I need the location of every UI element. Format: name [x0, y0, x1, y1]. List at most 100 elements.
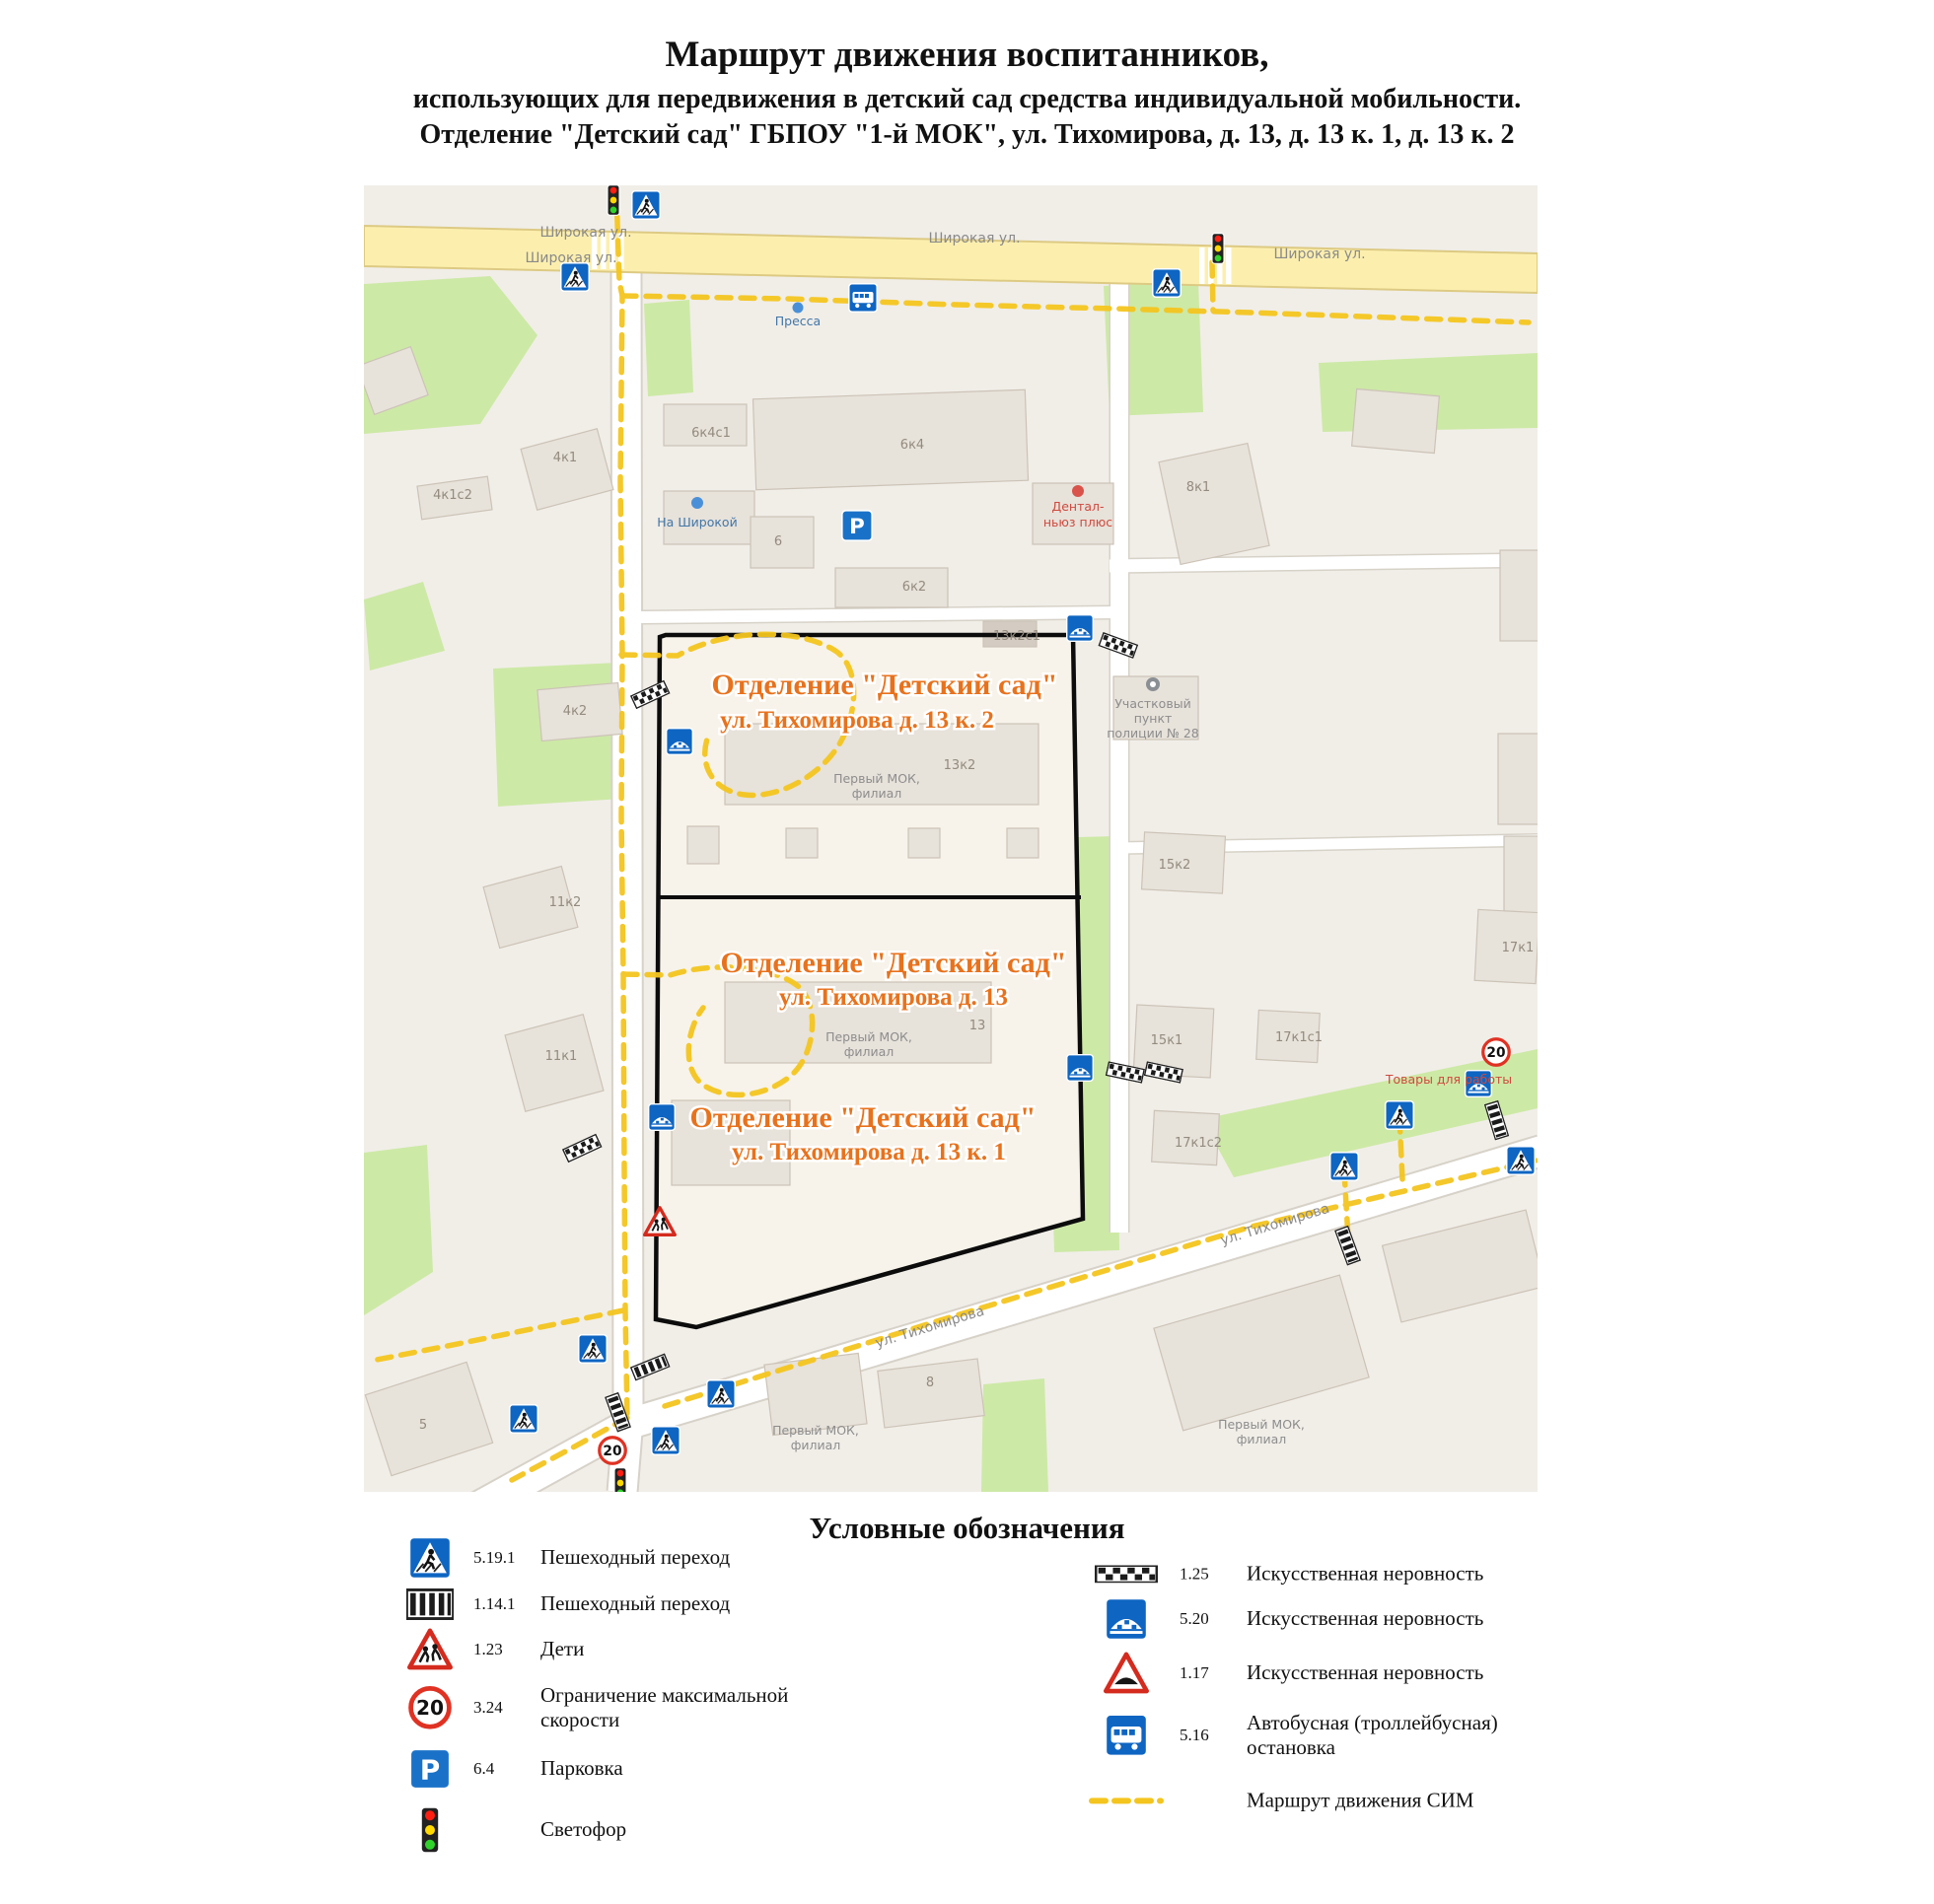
map-label: 13к2 — [944, 758, 976, 773]
page-title: Маршрут движения воспитанников, использу… — [0, 34, 1934, 151]
legend-item-crosswalk-marking: 1.14.1 Пешеходный переход — [398, 1588, 730, 1620]
page-title-line3: Отделение "Детский сад" ГБПОУ "1-й МОК",… — [419, 119, 1515, 150]
press-kiosk-icon — [792, 302, 804, 314]
map-label: Широкая ул. — [1273, 247, 1365, 262]
pedestrian-crossing-sign-icon — [1152, 268, 1182, 298]
pedestrian-crossing-sign-icon — [509, 1404, 538, 1434]
pedestrian-crossing-sign-icon — [408, 1536, 452, 1580]
poi-markers — [691, 302, 1160, 691]
legend-code: 6.4 — [473, 1759, 495, 1778]
pedestrian-crossing-sign-icon — [1506, 1146, 1536, 1175]
map-label: полиции № 28 — [1107, 726, 1199, 740]
map-label: 6к4с1 — [691, 426, 731, 441]
police-station-icon-center — [1150, 681, 1156, 687]
legend-title: Условные обозначения — [809, 1511, 1125, 1545]
map-buildings — [356, 345, 1546, 1477]
speed-bump-sign-icon — [648, 1103, 676, 1131]
speed-bump-sign-icon — [666, 728, 693, 755]
sim-route-line-icon — [1089, 1798, 1164, 1803]
map-label: 6 — [774, 534, 782, 549]
map-label: 17к1с2 — [1175, 1136, 1222, 1151]
speed-limit-20-sign-icon — [1481, 1037, 1511, 1067]
map-label: филиал — [1237, 1432, 1287, 1446]
map-label: ул. Тихомирова д. 13 к. 1 — [732, 1139, 1006, 1165]
bus-stop-sign-icon — [848, 283, 878, 313]
legend-item-bus-stop: 5.16 Автобусная (троллейбусная) остановк… — [1085, 1711, 1533, 1760]
map-label: 13 — [969, 1019, 986, 1033]
parking-sign-icon — [409, 1748, 451, 1790]
map-label: На Широкой — [657, 515, 737, 529]
legend-label: Маршрут движения СИМ — [1247, 1788, 1474, 1812]
map-label: ул. Тихомирова д. 13 к. 2 — [720, 707, 994, 734]
legend-code: 1.14.1 — [473, 1594, 516, 1613]
map-label: 8к1 — [1186, 480, 1210, 495]
legend-label: Ограничение максимальной скорости — [540, 1682, 789, 1731]
pedestrian-crossing-sign-icon — [1385, 1100, 1414, 1130]
map-label: 4к1с2 — [433, 488, 472, 503]
map-label: Первый МОК, — [772, 1423, 859, 1438]
legend-item-speed-bump-marking: 1.25 Искусственная неровность — [1085, 1561, 1483, 1586]
legend-item-speed-bump-sign: 5.20 Искусственная неровность — [1085, 1597, 1483, 1641]
map-label: Отделение "Детский сад" — [712, 669, 1058, 701]
speed-limit-20-sign-icon — [408, 1686, 452, 1729]
map-label: Отделение "Детский сад" — [690, 1101, 1037, 1134]
map-label: 17к1 — [1502, 941, 1535, 955]
legend-code: 1.23 — [473, 1640, 503, 1658]
map-label: 11к2 — [549, 895, 582, 910]
map-label: 17к1с1 — [1275, 1030, 1323, 1045]
bus-stop-sign-icon — [1105, 1714, 1148, 1757]
legend-item-speed-limit: 3.24 Ограничение максимальной скорости — [398, 1683, 826, 1732]
legend-item-sim-route: Маршрут движения СИМ — [1085, 1788, 1473, 1812]
speed-limit-20-sign-icon — [598, 1436, 627, 1465]
page-title-line1: Маршрут движения воспитанников, — [665, 35, 1269, 75]
legend-label: Дети — [540, 1637, 585, 1661]
legend-code: 1.17 — [1180, 1663, 1209, 1682]
map-label: ньюз плюс — [1043, 515, 1112, 529]
speed-bump-warning-sign-icon — [1104, 1651, 1149, 1696]
map-label: Отделение "Детский сад" — [721, 947, 1067, 979]
map-label: Дентал- — [1051, 499, 1104, 514]
pedestrian-crossing-sign-icon — [631, 190, 661, 220]
map-label: Широкая ул. — [525, 250, 616, 266]
map-label: 15к2 — [1159, 858, 1191, 873]
map-label: Широкая ул. — [928, 231, 1020, 247]
dental-clinic-icon — [1072, 485, 1084, 497]
pedestrian-crossing-sign-icon — [706, 1379, 736, 1409]
map-canvas: 20 P — [356, 184, 1546, 1541]
speed-bump-sign-icon — [1066, 1054, 1094, 1082]
legend-code: 3.24 — [473, 1698, 503, 1717]
map-label: филиал — [844, 1044, 895, 1059]
map-label: ул. Тихомирова д. 13 — [779, 984, 1008, 1011]
legend-item-parking: 6.4 Парковка — [398, 1748, 623, 1790]
children-sign-icon — [407, 1627, 453, 1672]
legend-label: Искусственная неровность — [1247, 1606, 1484, 1631]
pedestrian-crossing-sign-icon — [560, 262, 590, 292]
legend-label: Автобусная (троллейбусная) остановка — [1247, 1710, 1498, 1759]
page-title-line2: использующих для передвижения в детский … — [412, 84, 1522, 114]
legend-code: 5.20 — [1180, 1609, 1209, 1628]
na-shirokoy-icon — [691, 497, 703, 509]
legend-label: Искусственная неровность — [1247, 1561, 1484, 1586]
map-label: Первый МОК, — [833, 771, 920, 786]
legend-item-children-sign: 1.23 Дети — [398, 1627, 584, 1672]
map-label: Товары для работы — [1385, 1072, 1512, 1087]
legend-item-pedestrian-crossing-sign: 5.19.1 Пешеходный переход — [398, 1536, 730, 1580]
map-label: Широкая ул. — [539, 225, 631, 241]
parking-sign-icon — [841, 510, 873, 541]
pedestrian-crossing-sign-icon — [651, 1426, 680, 1455]
legend-code: 1.25 — [1180, 1564, 1209, 1583]
map-label: 6к2 — [902, 580, 926, 595]
traffic-light-icon — [1211, 233, 1225, 264]
pedestrian-crossing-sign-icon — [1329, 1152, 1359, 1181]
legend-code: 5.16 — [1180, 1726, 1209, 1744]
map-label: 11к1 — [545, 1049, 578, 1064]
map-label: 13к2с1 — [993, 629, 1040, 644]
speed-bump-sign-icon — [1105, 1597, 1148, 1641]
legend-label: Искусственная неровность — [1247, 1660, 1484, 1685]
map-label: 5 — [419, 1418, 427, 1433]
map-container: 20 P — [356, 184, 1546, 1541]
map-label: Первый МОК, — [825, 1029, 912, 1044]
traffic-light-icon — [607, 184, 620, 216]
map-label: 6к4 — [900, 438, 924, 453]
legend-label: Светофор — [540, 1817, 627, 1842]
